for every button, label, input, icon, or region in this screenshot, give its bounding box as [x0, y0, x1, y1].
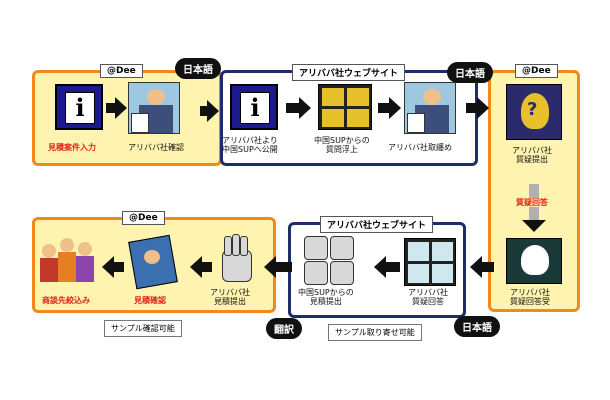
- label-public-line1: アリババ社より: [222, 136, 278, 145]
- arrow-down-head: [522, 220, 546, 232]
- pill-nihongo-3: 日本語: [454, 316, 500, 337]
- arrow-left-5: [114, 262, 124, 272]
- arrow-right-5: [466, 103, 478, 113]
- tab-alibaba-1: アリババ社ウェブサイト: [292, 64, 406, 81]
- label-sup-estimate: 中国SUPからの 見積提出: [298, 288, 354, 306]
- label-q-submit: アリババ社 質疑提出: [512, 146, 552, 164]
- label-mitsumori-input: 見積案件入力: [48, 143, 96, 152]
- question-grid-icon: [318, 84, 372, 130]
- label-public: アリババ社より 中国SUPへ公開: [222, 136, 278, 154]
- arrow-right-1-head: [115, 97, 127, 119]
- label-est-submit-line2: 見積提出: [214, 297, 246, 307]
- label-alibaba-confirm: アリババ社確認: [128, 143, 184, 152]
- pill-honyaku: 翻訳: [266, 318, 302, 339]
- arrow-left-1: [482, 262, 494, 272]
- tab-dee-2: @Dee: [515, 64, 558, 78]
- label-sup-estimate-line1: 中国SUPからの: [298, 288, 354, 297]
- label-question-line1: 中国SUPからの: [314, 136, 370, 145]
- label-sup-estimate-line2: 見積提出: [309, 297, 342, 307]
- label-reply: アリババ社 質疑回答: [408, 288, 448, 306]
- label-question: 中国SUPからの 質問浮上: [314, 136, 370, 154]
- tab-alibaba-2: アリババ社ウェブサイト: [320, 216, 434, 233]
- arrow-left-4-head: [190, 256, 202, 278]
- estimate-check-icon: [126, 234, 180, 290]
- arrow-left-3-head: [264, 256, 276, 278]
- arrow-left-5-head: [102, 256, 114, 278]
- label-question-line2: 質問浮上: [325, 145, 358, 155]
- tab-dee-1: @Dee: [100, 64, 143, 78]
- arrow-left-2: [386, 262, 400, 272]
- arrow-right-4-head: [389, 97, 401, 119]
- arrow-right-5-head: [477, 97, 489, 119]
- business-people-icon: [40, 236, 98, 286]
- note-sample-confirm: サンプル確認可能: [104, 320, 182, 337]
- worker-reading-icon-2: [404, 82, 456, 134]
- arrow-left-1-head: [470, 256, 482, 278]
- label-q-answer-tag: 質疑回答: [514, 198, 550, 208]
- label-q-recv: アリババ社 質疑回答受: [510, 288, 550, 306]
- arrow-right-3: [286, 103, 300, 113]
- tab-dee-3: @Dee: [122, 211, 165, 225]
- arrow-right-1: [106, 103, 116, 113]
- hands-grid-icon: [304, 236, 354, 285]
- arrow-right-2-head: [207, 100, 219, 122]
- arrow-right-3-head: [299, 97, 311, 119]
- note-sample-order: サンプル取り寄せ可能: [328, 324, 422, 341]
- answer-grid-icon: [404, 238, 456, 286]
- label-q-submit-line2: 質疑提出: [516, 155, 548, 165]
- hand-icon: [216, 234, 256, 284]
- label-reply-line1: アリババ社: [408, 288, 448, 297]
- label-public-line2: 中国SUPへ公開: [222, 145, 278, 155]
- label-est-confirm: 見積確認: [134, 296, 166, 305]
- label-q-recv-line1: アリババ社: [510, 288, 550, 297]
- arrow-right-2: [200, 106, 208, 116]
- label-est-submit: アリババ社 見積提出: [210, 288, 250, 306]
- pill-nihongo-1: 日本語: [175, 58, 221, 79]
- arrow-left-3: [276, 262, 292, 272]
- info-icon-glyph: i: [65, 92, 95, 124]
- label-narrow: 商談先絞込み: [42, 296, 90, 305]
- label-q-recv-line2: 質疑回答受: [510, 297, 550, 307]
- arrow-left-2-head: [374, 256, 386, 278]
- label-q-submit-line1: アリババ社: [512, 146, 552, 155]
- worker-reading-icon: [128, 82, 180, 134]
- arrow-left-4: [202, 262, 212, 272]
- info-icon-2: i: [230, 84, 278, 130]
- label-reply-line2: 質疑回答: [412, 297, 444, 307]
- info-icon-glyph-2: i: [240, 92, 270, 124]
- arrow-right-4: [378, 103, 390, 113]
- answer-head-icon: [506, 238, 562, 284]
- info-icon: i: [55, 84, 103, 130]
- label-est-submit-line1: アリババ社: [210, 288, 250, 297]
- label-summarize: アリババ社取纏め: [388, 143, 452, 152]
- question-head-icon: ?: [506, 84, 562, 140]
- pill-nihongo-2: 日本語: [447, 62, 493, 83]
